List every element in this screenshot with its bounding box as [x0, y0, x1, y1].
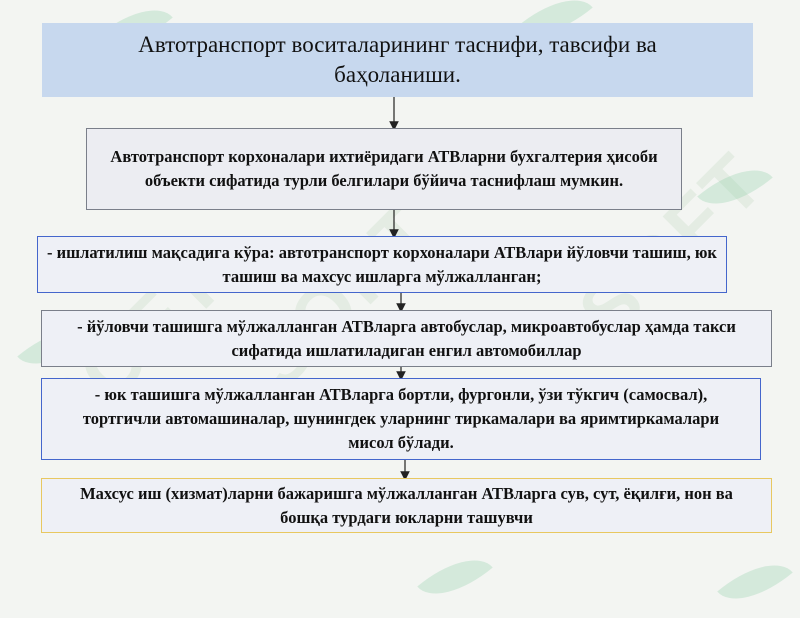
special-purpose-text: Махсус иш (хизмат)ларни бажаришга мўлжал… [80, 483, 733, 527]
passenger-transport-text: - йўловчи ташишга мўлжалланган АТВларга … [77, 316, 736, 360]
purpose-box: - ишлатилиш мақсадига кўра: автотранспор… [37, 236, 727, 293]
cargo-transport-text: - юк ташишга мўлжалланган АТВларга бортл… [82, 385, 720, 452]
diagram-title: Автотранспорт воситаларининг таснифи, та… [138, 32, 657, 87]
connector-arrows [389, 97, 410, 481]
classification-intro-text: Автотранспорт корхоналари ихтиёридаги АТ… [110, 147, 658, 190]
passenger-transport-box: - йўловчи ташишга мўлжалланган АТВларга … [41, 310, 772, 367]
special-purpose-box: Махсус иш (хизмат)ларни бажаришга мўлжал… [41, 478, 772, 533]
purpose-text: - ишлатилиш мақсадига кўра: автотранспор… [47, 242, 717, 286]
cargo-transport-box: - юк ташишга мўлжалланган АТВларга бортл… [41, 378, 761, 460]
classification-intro-box: Автотранспорт корхоналари ихтиёридаги АТ… [86, 128, 682, 210]
diagram-title-box: Автотранспорт воситаларининг таснифи, та… [42, 23, 753, 97]
